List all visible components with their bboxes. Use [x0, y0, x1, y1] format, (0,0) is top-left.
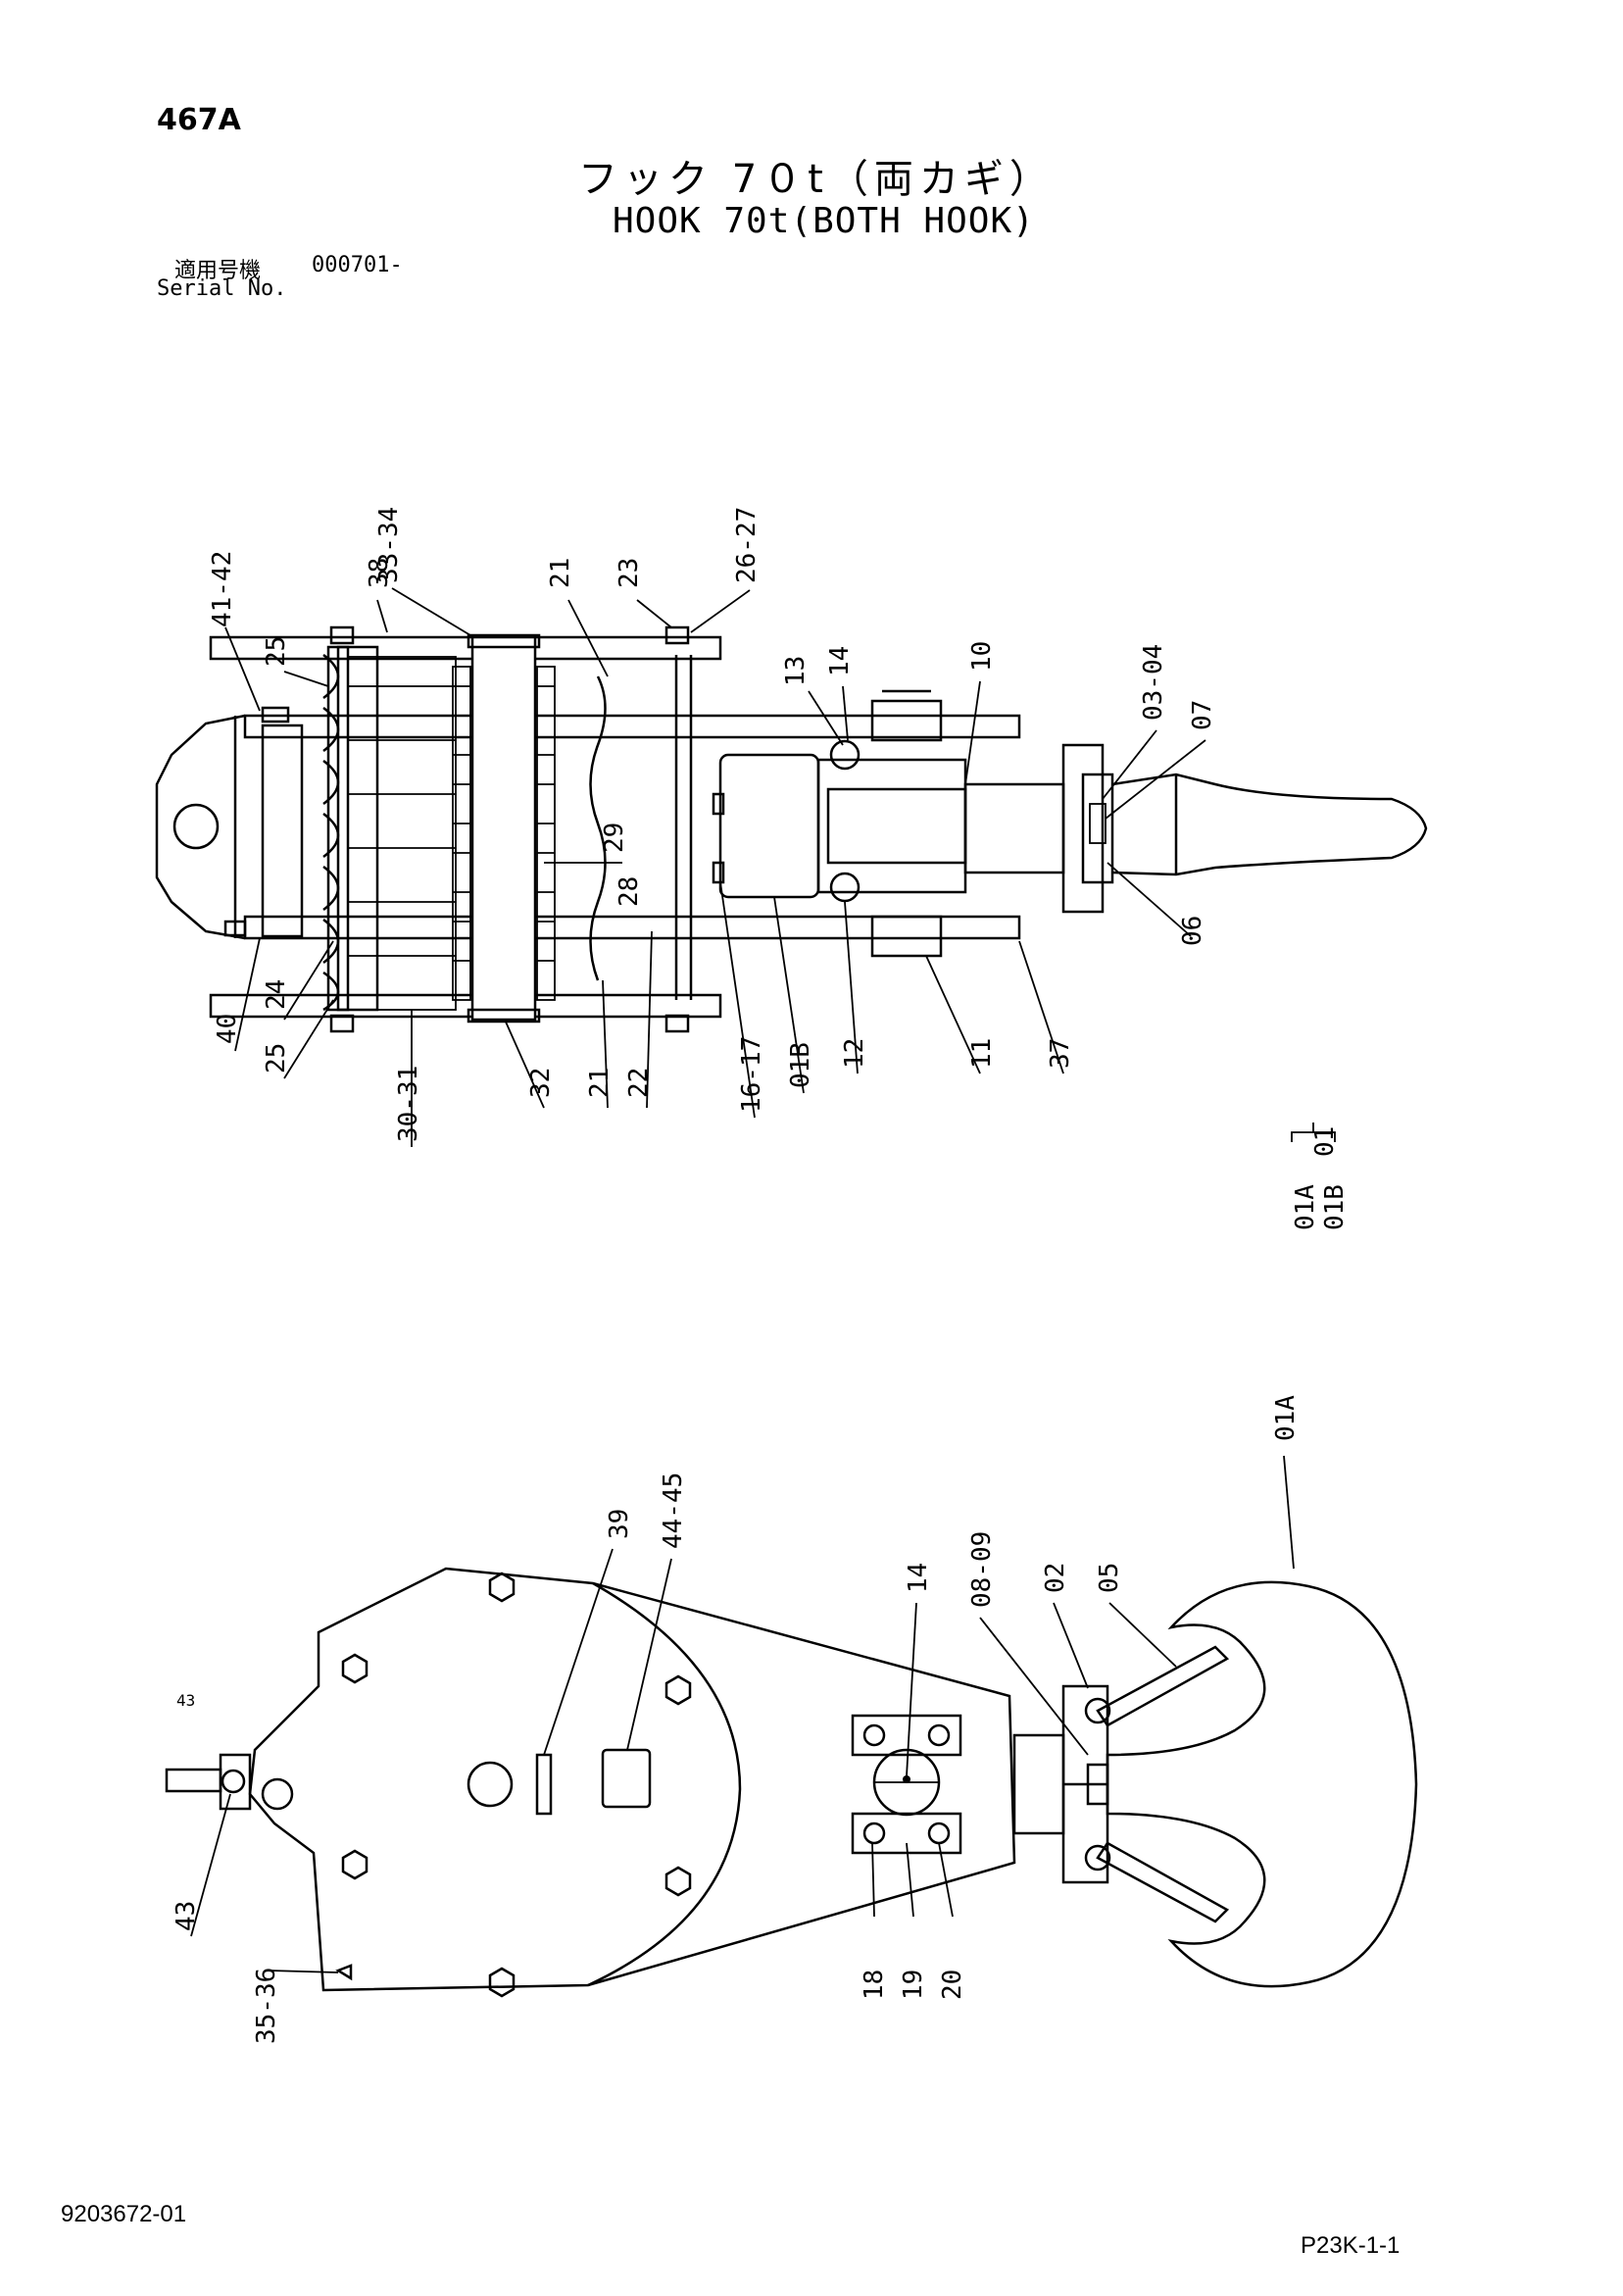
latch-upper: [1096, 1645, 1230, 1727]
top-view-leaders: [224, 587, 1206, 1147]
callout-10: 10: [967, 641, 997, 672]
sheave-stack: [322, 653, 457, 1012]
callout-43-marker: 43: [176, 1691, 195, 1710]
sheave-cover-arc: [587, 1581, 742, 1987]
document-number: 9203672-01: [61, 2201, 187, 2227]
callout-24: 24: [262, 979, 291, 1010]
title-japanese: フック 7０t（両カギ）: [578, 157, 1055, 202]
callout-02: 02: [1041, 1563, 1070, 1593]
callout-13: 13: [781, 656, 811, 686]
callout-18: 18: [860, 1970, 889, 2000]
callout-19: 19: [899, 1970, 928, 2000]
callout-30-31: 30-31: [394, 1066, 423, 1142]
serial-range: 000701-: [312, 253, 403, 277]
legend-child-01B: 01B: [1320, 1184, 1350, 1230]
callout-07: 07: [1188, 700, 1217, 730]
serial-label-japanese: 適用号機: [174, 259, 262, 283]
callout-26-27: 26-27: [732, 507, 762, 583]
hook-shank: [963, 782, 1065, 874]
callout-38: 38: [365, 558, 394, 588]
serial-label-english: Serial No.: [157, 276, 287, 301]
callout-05: 05: [1095, 1563, 1124, 1593]
title-english: HOOK 70t(BOTH HOOK): [613, 201, 1035, 241]
double-hook: [1106, 1580, 1418, 1988]
bearing-rows: [452, 666, 556, 1001]
callout-06: 06: [1178, 916, 1207, 946]
callout-14-top: 14: [825, 646, 855, 676]
hook-nut: [1061, 743, 1105, 914]
callout-28: 28: [615, 876, 644, 907]
sheet-number: P23K-1-1: [1301, 2232, 1401, 2259]
callout-03-04: 03-04: [1139, 644, 1168, 721]
frame-rail-lower: [243, 915, 1021, 940]
latch-lower: [1096, 1841, 1230, 1923]
block-outline: [248, 1567, 1016, 1992]
top-view-drawing: [155, 625, 1428, 1033]
swivel-housing: [718, 753, 820, 899]
callout-14-side: 14: [904, 1563, 933, 1593]
callout-29: 29: [600, 823, 629, 853]
callout-08-09: 08-09: [967, 1531, 997, 1608]
side-view-drawing: [165, 1567, 1418, 1998]
callout-25-upper: 25: [262, 636, 291, 667]
callout-20: 20: [938, 1970, 967, 2000]
callout-11: 11: [967, 1038, 997, 1069]
side-plate-top: [209, 635, 722, 661]
callout-32: 32: [526, 1068, 556, 1098]
callout-21-lower: 21: [585, 1068, 615, 1098]
legend-child-01A: 01A: [1291, 1184, 1320, 1230]
spacer-contour: [589, 675, 607, 981]
cover-bolts: [341, 1572, 692, 1998]
callout-39: 39: [605, 1509, 634, 1539]
grease-cap: [467, 1761, 514, 1808]
callout-25-lower: 25: [262, 1043, 291, 1073]
callout-41-42: 41-42: [208, 551, 237, 627]
sheave-axle: [470, 635, 537, 1022]
rear-bracket: [155, 714, 246, 940]
rear-bracket-hole: [172, 803, 220, 850]
eye-hole: [261, 1777, 294, 1811]
top-view-callouts: 41-42 38 33-34 21 23 26-27 25 13 14 10 0…: [208, 507, 1217, 1142]
callout-22: 22: [624, 1068, 654, 1098]
swivel-bolts: [851, 1714, 962, 1855]
callout-33-34: 33-34: [374, 507, 404, 583]
callout-01A-side: 01A: [1271, 1395, 1301, 1441]
frame-rail-upper: [243, 714, 1021, 739]
side-view-callouts: 39 44-45 14 08-09 02 05 01A 43 35-36 18 …: [172, 1395, 1301, 2044]
callout-21-upper: 21: [546, 558, 575, 588]
page-number: 467A: [157, 103, 241, 137]
eye-pin: [165, 1768, 222, 1793]
hook-neck: [1012, 1733, 1065, 1835]
callout-44-45: 44-45: [659, 1472, 688, 1549]
assembly-legend: 01 01A 01B: [1291, 1123, 1350, 1230]
side-plate-bottom: [209, 993, 722, 1019]
thrust-bearing: [816, 758, 967, 894]
callout-23: 23: [615, 558, 644, 588]
callout-01B-top: 01B: [786, 1042, 815, 1088]
hook-body-top: [1111, 773, 1428, 876]
callout-35-36: 35-36: [252, 1968, 281, 2044]
side-view-leaders: [190, 1455, 1295, 1973]
name-plate: [601, 1748, 652, 1809]
